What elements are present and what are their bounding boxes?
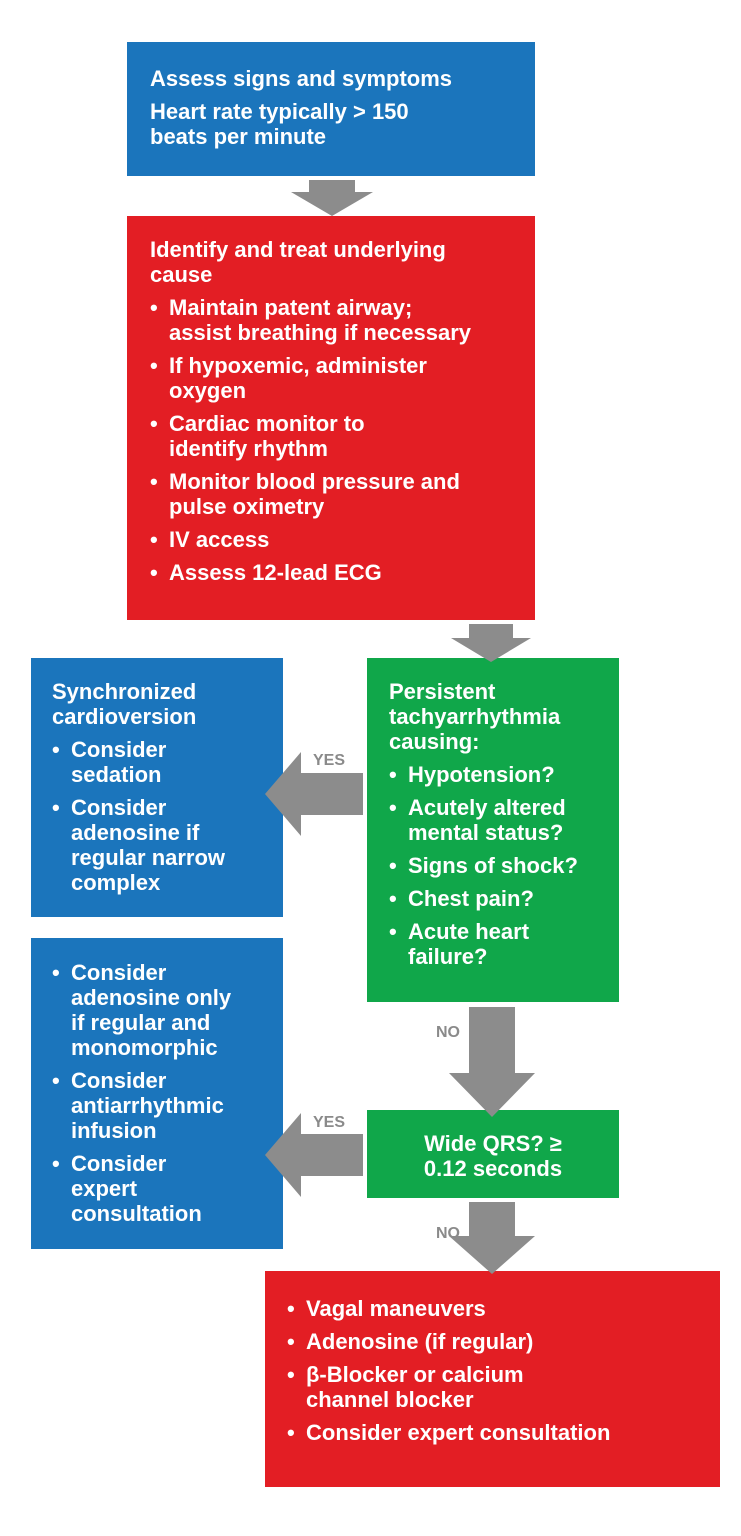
persistent-title: Persistent tachyarrhythmia causing: <box>389 679 609 754</box>
arrow-left-icon <box>265 752 363 836</box>
arrow-down-icon <box>451 624 531 662</box>
list-item-line: monomorphic <box>71 1035 218 1060</box>
list-item-line: mental status? <box>408 820 564 845</box>
list-item-line: oxygen <box>169 378 247 403</box>
arrow-shape <box>265 752 363 836</box>
list-item-line: adenosine if <box>71 820 200 845</box>
list-item: Chest pain? <box>389 886 609 911</box>
list-item-line: regular narrow <box>71 845 226 870</box>
title-line: cause <box>150 262 213 287</box>
identify-box: Identify and treat underlying cause Main… <box>127 216 535 620</box>
arrow-down-icon <box>449 1007 535 1117</box>
list-item: Adenosine (if regular) <box>287 1329 710 1354</box>
wide-qrs-box: Wide QRS? ≥ 0.12 seconds <box>367 1110 619 1198</box>
identify-title: Identify and treat underlying cause <box>150 237 515 287</box>
list-item: Consider expert consultation <box>52 1151 273 1226</box>
list-item: Acutely altered mental status? <box>389 795 609 845</box>
list-item-line: IV access <box>169 527 270 552</box>
list-item-line: Acute heart <box>408 919 530 944</box>
yes-label: YES <box>313 1114 346 1131</box>
list-item-line: β-Blocker or calcium <box>306 1362 524 1387</box>
list-item: Signs of shock? <box>389 853 609 878</box>
cardioversion-title: Synchronized cardioversion <box>52 679 273 729</box>
list-item-line: Consider expert consultation <box>306 1420 611 1445</box>
list-item: Consider adenosine only if regular and m… <box>52 960 273 1060</box>
no-label: NO <box>436 1024 460 1041</box>
arrow-shape <box>451 624 531 662</box>
list-item-line: Consider <box>71 737 167 762</box>
list-item: Assess 12-lead ECG <box>150 560 515 585</box>
list-item-line: adenosine only <box>71 985 232 1010</box>
list-item: Maintain patent airway; assist breathing… <box>150 295 515 345</box>
list-item: If hypoxemic, administer oxygen <box>150 353 515 403</box>
list-item: Hypotension? <box>389 762 609 787</box>
list-item: Consider adenosine if regular narrow com… <box>52 795 273 895</box>
list-item-line: pulse oximetry <box>169 494 325 519</box>
heart-rate-text: Heart rate typically > 150 beats per min… <box>150 99 515 149</box>
list-item-line: antiarrhythmic <box>71 1093 224 1118</box>
arrow-shape <box>449 1007 535 1117</box>
wide-qrs-text: Wide QRS? ≥ 0.12 seconds <box>367 1131 619 1181</box>
list-item-line: Adenosine (if regular) <box>306 1329 534 1354</box>
list-item-line: identify rhythm <box>169 436 328 461</box>
title-line: causing: <box>389 729 480 754</box>
title-line: Persistent <box>389 679 496 704</box>
list-item: Consider expert consultation <box>287 1420 710 1445</box>
list-item-line: Monitor blood pressure and <box>169 469 460 494</box>
list-item: β-Blocker or calcium channel blocker <box>287 1362 710 1412</box>
list-item-line: Consider <box>71 1068 167 1093</box>
arrow-left-icon <box>265 1113 363 1197</box>
wide-qrs-line: 0.12 seconds <box>423 1156 563 1181</box>
list-item: Consider sedation <box>52 737 273 787</box>
narrow-complex-actions-box: Vagal maneuvers Adenosine (if regular) β… <box>265 1271 720 1487</box>
title-line: cardioversion <box>52 704 197 729</box>
assess-title: Assess signs and symptoms <box>150 66 453 91</box>
list-item-line: Maintain patent airway; <box>169 295 413 320</box>
arrow-down-icon <box>291 180 373 216</box>
persistent-tachyarrhythmia-box: Persistent tachyarrhythmia causing: Hypo… <box>367 658 619 1002</box>
list-item-line: Assess 12-lead ECG <box>169 560 382 585</box>
list-item-line: infusion <box>71 1118 157 1143</box>
title-line: Synchronized <box>52 679 197 704</box>
list-item: Acute heart failure? <box>389 919 609 969</box>
list-item-line: Vagal maneuvers <box>306 1296 486 1321</box>
list-item-line: sedation <box>71 762 162 787</box>
list-item-line: Hypotension? <box>408 762 555 787</box>
yes-label: YES <box>313 752 346 769</box>
list-item: IV access <box>150 527 515 552</box>
list-item: Monitor blood pressure and pulse oximetr… <box>150 469 515 519</box>
wide-complex-actions-box: Consider adenosine only if regular and m… <box>31 938 283 1249</box>
list-item-line: assist breathing if necessary <box>169 320 472 345</box>
list-item: Consider antiarrhythmic infusion <box>52 1068 273 1143</box>
list-item-line: channel blocker <box>306 1387 474 1412</box>
list-item: Vagal maneuvers <box>287 1296 710 1321</box>
list-item-line: If hypoxemic, administer <box>169 353 427 378</box>
no-label: NO <box>436 1225 460 1242</box>
list-item-line: if regular and <box>71 1010 211 1035</box>
arrow-shape <box>291 180 373 216</box>
list-item: Cardiac monitor to identify rhythm <box>150 411 515 461</box>
title-line: tachyarrhythmia <box>389 704 561 729</box>
list-item-line: Cardiac monitor to <box>169 411 365 436</box>
assess-box: Assess signs and symptoms Heart rate typ… <box>127 42 535 176</box>
list-item-line: Consider <box>71 1151 167 1176</box>
list-item-line: Acutely altered <box>408 795 566 820</box>
arrow-shape <box>265 1113 363 1197</box>
list-item-line: Signs of shock? <box>408 853 578 878</box>
list-item-line: failure? <box>408 944 488 969</box>
list-item-line: expert <box>71 1176 138 1201</box>
title-line: Identify and treat underlying <box>150 237 446 262</box>
wide-qrs-line: Wide QRS? ≥ <box>424 1131 562 1156</box>
list-item-line: Chest pain? <box>408 886 534 911</box>
arrow-down-icon <box>449 1202 535 1274</box>
list-item-line: Consider <box>71 795 167 820</box>
heart-rate-line: beats per minute <box>150 124 327 149</box>
list-item-line: complex <box>71 870 161 895</box>
list-item-line: Consider <box>71 960 167 985</box>
arrow-shape <box>449 1202 535 1274</box>
list-item-line: consultation <box>71 1201 202 1226</box>
heart-rate-line: Heart rate typically > 150 <box>150 99 409 124</box>
cardioversion-box: Synchronized cardioversion Consider seda… <box>31 658 283 917</box>
